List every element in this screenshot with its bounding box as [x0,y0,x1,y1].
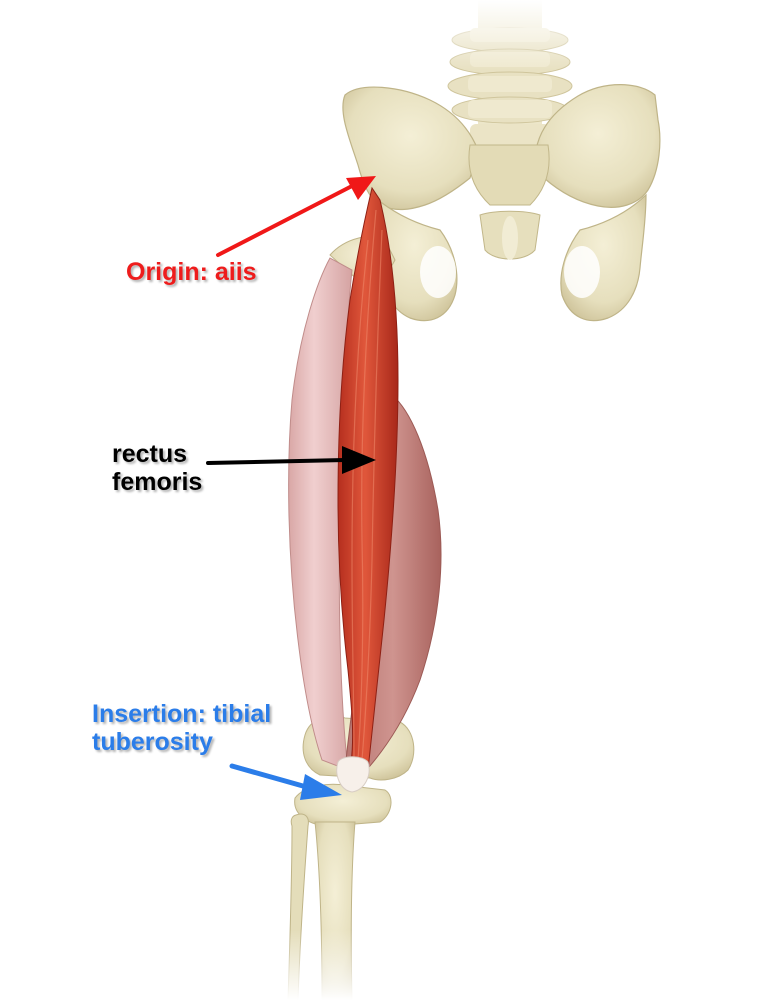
insertion-label-line2: tuberosity [92,728,213,756]
muscle-label-line1: rectus [112,440,188,468]
lumbar-spine [440,0,580,150]
arrow-origin [216,176,376,257]
arrow-insertion [229,763,342,800]
insertion-label: Insertion: tibial tuberosity [92,700,271,756]
insertion-label-line1: Insertion: tibial [92,700,272,728]
muscle-label-line2: femoris [112,468,203,496]
origin-label-text: Origin: aiis [126,258,257,286]
pelvis-illustration [342,84,661,322]
patellar-tendon [336,756,370,793]
rectus-femoris-fibers [351,209,383,761]
origin-label: Origin: aiis [126,258,257,286]
muscle-label: rectus femoris [112,440,202,496]
arrow-muscle [206,446,376,474]
